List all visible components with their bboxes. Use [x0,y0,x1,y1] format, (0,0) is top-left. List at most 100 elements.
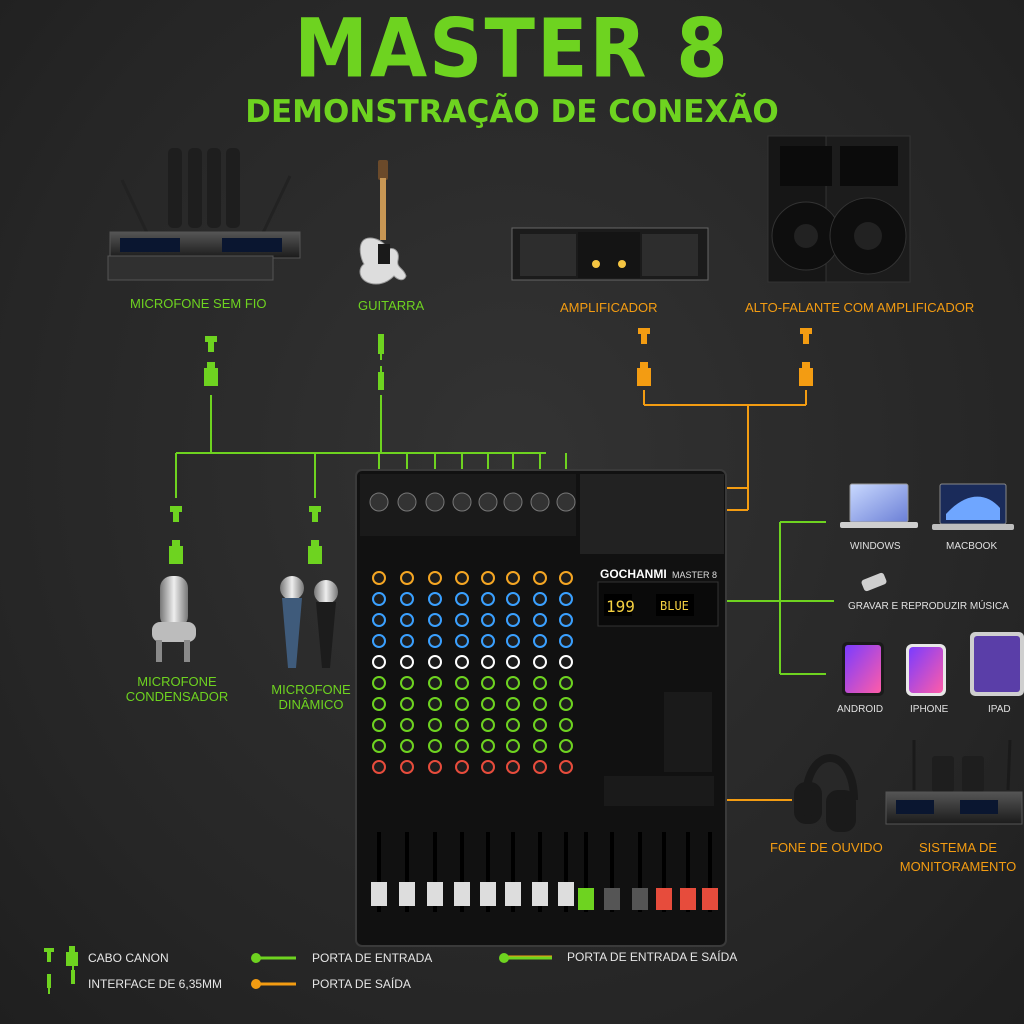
channel-knob [455,655,469,669]
fader-track [511,832,515,912]
fader-cap [680,888,696,910]
fader-track [377,832,381,912]
label-dynamic-mic-line1: MICROFONE [271,682,351,697]
channel-knob [372,760,386,774]
fader-track [638,832,642,912]
channel-knob [428,718,442,732]
channel-knob [455,613,469,627]
channel-input-jack [556,492,576,512]
channel-knob [559,760,573,774]
channel-knob [372,634,386,648]
channel-knob [506,571,520,585]
monitoring-device [885,739,1023,825]
channel-knob [428,634,442,648]
channel-strips [369,492,718,912]
label-condenser-mic-line1: MICROFONE [137,674,217,689]
channel-knob [481,676,495,690]
channel-knob [455,592,469,606]
channel-knob [428,613,442,627]
channel-knob [533,739,547,753]
mobile-devices [842,632,1024,696]
channel-knob [455,718,469,732]
channel-knob [428,739,442,753]
fader-track [584,832,588,912]
label-dynamic-mic-line2: DINÂMICO [278,697,344,712]
channel-knob [372,655,386,669]
channel-knob [481,760,495,774]
channel-input-jack [369,492,389,512]
channel-knob [481,697,495,711]
label-monitoring: SISTEMA DE MONITORAMENTO [896,838,1020,876]
channel-knob [428,655,442,669]
channel-knob [455,739,469,753]
guitar-device [359,160,407,285]
channel-knob [372,718,386,732]
condenser-mic-device [152,576,196,662]
channel-knob [533,613,547,627]
fader-cap [578,888,594,910]
fader-cap [371,882,387,906]
legend-input: PORTA DE ENTRADA [312,951,433,965]
channel-knob [559,739,573,753]
fader-track [433,832,437,912]
channel-knob [428,760,442,774]
channel-knob [400,592,414,606]
channel-knob [372,676,386,690]
legend-output: PORTA DE SAÍDA [312,977,411,991]
fader-cap [532,882,548,906]
channel-knob [506,739,520,753]
channel-knob [506,676,520,690]
label-wireless-mic: MICROFONE SEM FIO [130,296,267,311]
label-macbook: MACBOOK [946,541,998,552]
channel-knob [372,739,386,753]
label-amplifier: AMPLIFICADOR [560,300,658,315]
channel-input-jack [425,492,445,512]
channel-knob [506,634,520,648]
channel-knob [533,676,547,690]
channel-knob [428,676,442,690]
channel-knob [506,613,520,627]
channel-knob [559,655,573,669]
fader-track [686,832,690,912]
mixer-display-right: BLUE [660,599,689,613]
fader-track [564,832,568,912]
channel-knob [455,676,469,690]
fader-cap [427,882,443,906]
label-condenser-mic: MICROFONE CONDENSADOR [114,674,240,704]
channel-knob [506,592,520,606]
channel-knob [481,634,495,648]
channel-knob [428,592,442,606]
channel-knob [506,718,520,732]
fader-track [708,832,712,912]
channel-knob [481,655,495,669]
channel-knob [372,613,386,627]
label-ipad: IPAD [988,704,1011,715]
legend-xlr: CABO CANON [88,951,169,965]
channel-knob [400,697,414,711]
label-guitar: GUITARRA [358,298,425,313]
channel-knob [455,697,469,711]
fader-track [662,832,666,912]
fader-track [610,832,614,912]
channel-knob [533,571,547,585]
mixer-brand: GOCHANMI [600,567,667,581]
channel-knob [372,592,386,606]
fader-cap [604,888,620,910]
label-headphones: FONE DE OUVIDO [770,840,883,855]
channel-knob [400,655,414,669]
fader-cap [702,888,718,910]
label-powered-speaker: ALTO-FALANTE COM AMPLIFICADOR [745,300,975,315]
fader-cap [399,882,415,906]
channel-knob [559,697,573,711]
legend-jack: INTERFACE DE 6,35MM [88,977,223,991]
fader-cap [656,888,672,910]
channel-knob [559,676,573,690]
channel-knob [559,634,573,648]
legend-io: PORTA DE ENTRADA E SAÍDA [567,950,738,964]
fader-track [538,832,542,912]
channel-knob [506,697,520,711]
channel-knob [559,718,573,732]
mixer-display-left: 199 [606,597,635,616]
channel-input-jack [530,492,550,512]
